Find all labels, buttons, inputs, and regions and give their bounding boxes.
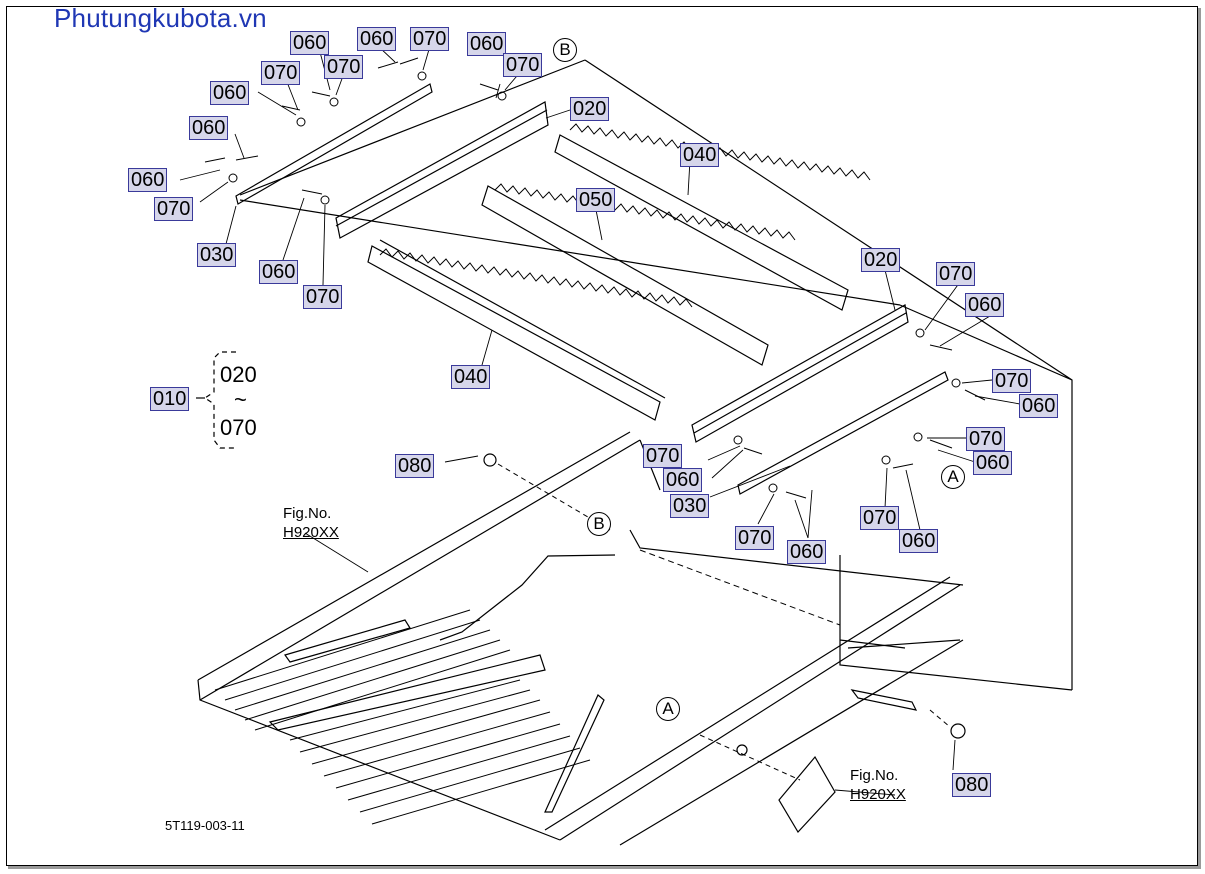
part-callout[interactable]: 060 <box>467 32 507 56</box>
group-from-label: 020 <box>220 362 257 387</box>
part-callout[interactable]: 020 <box>570 97 610 121</box>
part-callout[interactable]: 050 <box>576 188 616 212</box>
part-callout[interactable]: 060 <box>1019 394 1059 418</box>
part-callout[interactable]: 070 <box>154 197 194 221</box>
part-callout[interactable]: 060 <box>290 31 330 55</box>
part-callout[interactable]: 040 <box>451 365 491 389</box>
comb-040-back <box>554 134 849 311</box>
part-callout[interactable]: 030 <box>197 243 237 267</box>
part-callout[interactable]: 060 <box>787 540 827 564</box>
part-callout[interactable]: 060 <box>259 260 299 284</box>
bracket-030-right <box>737 371 949 495</box>
part-callout[interactable]: 060 <box>965 293 1005 317</box>
part-callout[interactable]: 020 <box>861 248 901 272</box>
assembly-brace <box>203 351 236 449</box>
figure-ref: Fig.No. H920XX <box>850 767 906 803</box>
part-callout[interactable]: 070 <box>936 262 976 286</box>
part-callout[interactable]: 070 <box>966 427 1006 451</box>
part-callout[interactable]: 040 <box>680 143 720 167</box>
part-callout[interactable]: 030 <box>670 494 710 518</box>
part-callout[interactable]: 060 <box>899 529 939 553</box>
upper-sieve-assembly <box>179 45 1073 771</box>
part-callout[interactable]: 070 <box>735 526 775 550</box>
frame-shadow-bottom <box>8 866 1200 869</box>
part-callout[interactable]: 070 <box>503 53 543 77</box>
part-callout[interactable]: 070 <box>324 55 364 79</box>
detail-marker-b: B <box>587 512 611 536</box>
part-number-010: 010 <box>150 387 190 411</box>
part-callout[interactable]: 070 <box>410 27 450 51</box>
comb-040-front <box>367 239 666 421</box>
figure-ref: Fig.No. H920XX <box>283 505 339 541</box>
part-callout[interactable]: 060 <box>128 168 168 192</box>
part-callout[interactable]: 060 <box>189 116 229 140</box>
part-callout[interactable]: 060 <box>357 27 397 51</box>
detail-marker-a: A <box>941 465 965 489</box>
detail-marker-a: A <box>656 697 680 721</box>
rail-020-right <box>691 304 909 443</box>
group-tilde: ~ <box>234 387 247 412</box>
detail-marker-b: B <box>553 38 577 62</box>
part-callout[interactable]: 070 <box>860 506 900 530</box>
group-to-label: 070 <box>220 415 257 440</box>
part-callout[interactable]: 060 <box>210 81 250 105</box>
drawing-frame <box>6 6 1198 866</box>
frame-shadow-right <box>1198 8 1201 869</box>
part-callout[interactable]: 070 <box>303 285 343 309</box>
bracket-030-left <box>235 83 433 205</box>
part-callout[interactable]: 080 <box>395 454 435 478</box>
watermark-text: Phutungkubota.vn <box>54 3 267 33</box>
part-callout[interactable]: 070 <box>261 61 301 85</box>
bar-050 <box>481 185 769 366</box>
part-callout[interactable]: 060 <box>663 468 703 492</box>
part-callout[interactable]: 070 <box>643 444 683 468</box>
rail-020-left <box>335 101 549 239</box>
drawing-code: 5T119-003-11 <box>165 818 245 833</box>
part-callout[interactable]: 080 <box>952 773 992 797</box>
part-callout[interactable]: 070 <box>992 369 1032 393</box>
part-callout[interactable]: 060 <box>973 451 1013 475</box>
lower-sieve-case <box>197 431 1073 846</box>
